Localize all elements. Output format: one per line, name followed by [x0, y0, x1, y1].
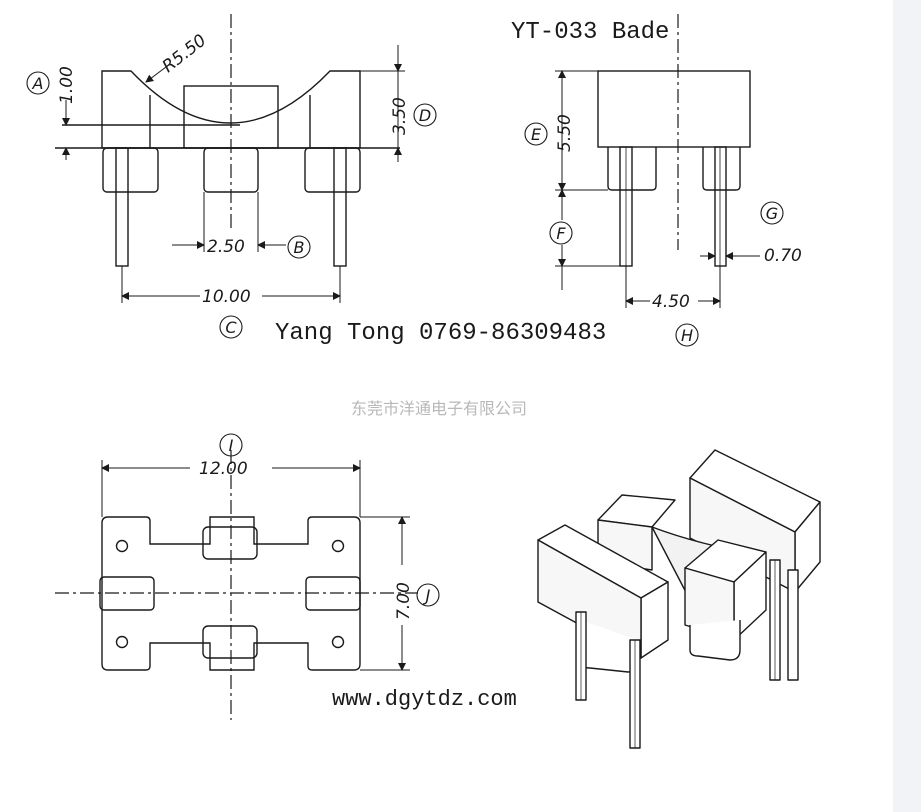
contact-info: Yang Tong 0769-86309483: [275, 320, 606, 347]
dim-i: 12.00: [199, 459, 248, 479]
svg-text:A: A: [32, 74, 44, 93]
bottom-view: [55, 450, 418, 720]
marker-j: J: [416, 583, 440, 607]
dim-d: 3.50: [390, 97, 410, 135]
website-text: www.dgytdz.com: [332, 687, 517, 712]
dim-g: 0.70: [764, 246, 802, 266]
side-strip: [893, 0, 921, 812]
marker-e: E: [524, 122, 548, 146]
dim-b: 2.50: [207, 237, 245, 257]
dim-e: 5.50: [555, 114, 575, 152]
dim-j: 7.00: [394, 582, 414, 620]
svg-text:F: F: [556, 224, 566, 243]
svg-text:H: H: [681, 326, 693, 345]
marker-h: H: [675, 323, 699, 347]
dim-radius: R5.50: [159, 31, 210, 77]
svg-text:C: C: [225, 318, 237, 337]
svg-text:J: J: [423, 586, 431, 605]
part-title: YT-033 Bade: [511, 19, 669, 46]
side-view: [555, 14, 760, 308]
svg-text:B: B: [294, 238, 305, 257]
dim-a: 1.00: [57, 66, 77, 104]
svg-text:I: I: [229, 436, 234, 455]
isometric-view: [537, 449, 821, 749]
marker-c: C: [219, 315, 243, 339]
marker-f: F: [549, 221, 573, 245]
marker-d: D: [413, 103, 437, 127]
svg-text:D: D: [419, 106, 431, 125]
marker-b: B: [287, 235, 311, 259]
dim-h: 4.50: [652, 292, 690, 312]
marker-i: I: [219, 433, 243, 457]
svg-text:G: G: [766, 204, 778, 223]
dim-c: 10.00: [202, 287, 251, 307]
company-watermark: 东莞市洋通电子有限公司: [351, 399, 527, 418]
marker-a: A: [26, 71, 50, 95]
circle-markers: A B C D E F G H I J: [26, 71, 784, 607]
marker-g: G: [760, 201, 784, 225]
svg-text:E: E: [531, 125, 542, 144]
front-view: [55, 14, 405, 303]
